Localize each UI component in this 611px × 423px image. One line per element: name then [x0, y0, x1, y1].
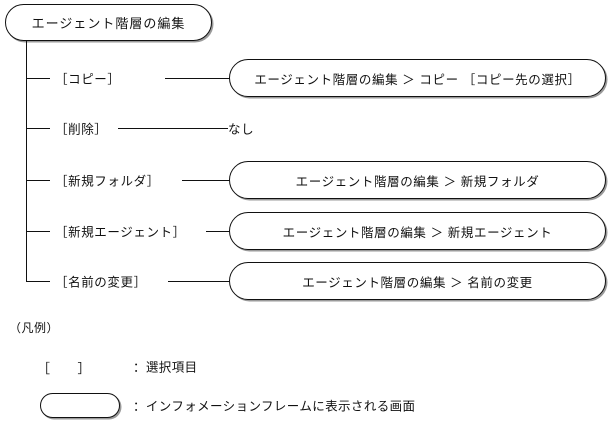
branch-stub-4 [26, 231, 50, 233]
screen-box-rename-label: エージェント階層の編集 ＞ 名前の変更 [302, 275, 533, 290]
branch-label-rename: ［名前の変更］ [55, 275, 147, 290]
branch-stub-3 [26, 180, 50, 182]
branch-label-new-folder: ［新規フォルダ］ [55, 174, 160, 189]
root-node-box: エージェント階層の編集 [5, 4, 212, 41]
branch-label-new-agent: ［新規エージェント］ [55, 225, 186, 240]
legend-description-selection-item: ：選択項目 [133, 360, 198, 375]
branch-connector-2 [118, 128, 228, 130]
screen-box-rename: エージェント階層の編集 ＞ 名前の変更 [229, 262, 606, 300]
branch-connector-5 [168, 281, 230, 283]
branch-label-copy: ［コピー］ [55, 72, 121, 87]
branch-label-delete: ［削除］ [55, 122, 108, 137]
screen-box-new-agent-label: エージェント階層の編集 ＞ 新規エージェント [282, 225, 553, 240]
screen-box-new-folder: エージェント階層の編集 ＞ 新規フォルダ [229, 161, 606, 199]
legend-symbol-selection-item: ［ ］ [37, 361, 92, 376]
branch-connector-4 [206, 231, 230, 233]
screen-box-new-folder-label: エージェント階層の編集 ＞ 新規フォルダ [295, 174, 540, 189]
tree-trunk-line [26, 41, 28, 282]
branch-stub-5 [26, 281, 50, 283]
legend-title: （凡例） [9, 321, 60, 335]
branch-target-none: なし [228, 122, 255, 137]
screen-box-new-agent: エージェント階層の編集 ＞ 新規エージェント [229, 212, 606, 250]
screen-box-copy: エージェント階層の編集 ＞ コピー ［コピー先の選択］ [229, 59, 606, 97]
root-node-label: エージェント階層の編集 [31, 16, 186, 31]
branch-connector-1 [165, 78, 230, 80]
branch-connector-3 [182, 180, 230, 182]
branch-stub-1 [26, 78, 50, 80]
screen-box-copy-label: エージェント階層の編集 ＞ コピー ［コピー先の選択］ [254, 72, 581, 87]
legend-description-screen-shape: ：インフォメーションフレームに表示される画面 [133, 399, 416, 414]
branch-stub-2 [26, 128, 50, 130]
legend-symbol-screen-shape [40, 393, 120, 418]
